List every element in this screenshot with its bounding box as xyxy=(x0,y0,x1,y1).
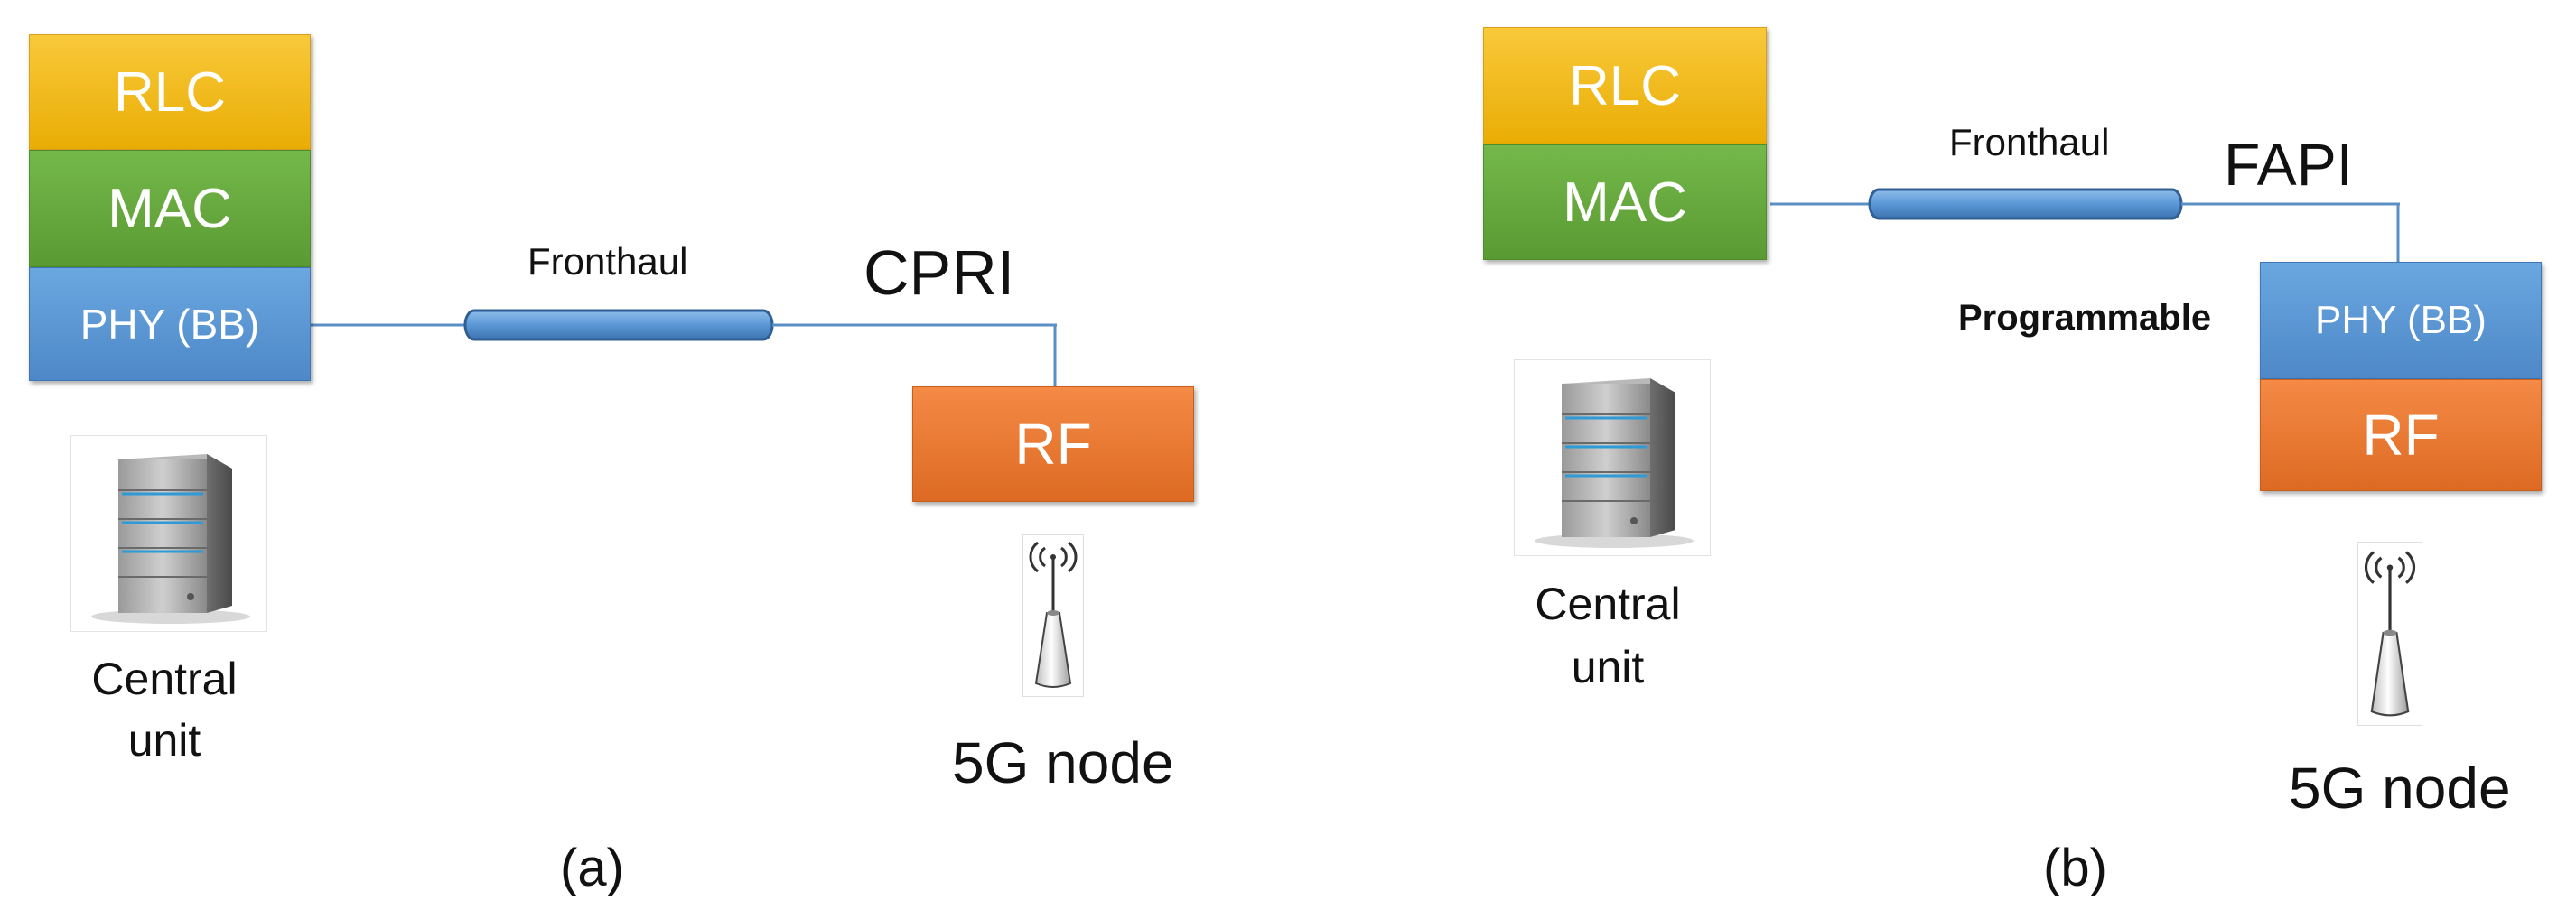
central-unit-line2-a: unit xyxy=(127,715,201,766)
central-unit-line1-a: Central xyxy=(91,654,238,704)
antenna-icon-a xyxy=(1022,534,1084,697)
rf-label-b: RF xyxy=(2362,403,2440,468)
node-label-b: 5G node xyxy=(2289,756,2511,821)
rlc-label-b: RLC xyxy=(1568,54,1682,117)
central-unit-line2-b: unit xyxy=(1571,642,1645,692)
mac-block-a: MAC xyxy=(29,150,311,267)
phy-label-a: PHY (BB) xyxy=(79,301,260,348)
caption-a: (a) xyxy=(560,839,624,897)
interface-label-b: FAPI xyxy=(2224,131,2354,198)
mac-label-a: MAC xyxy=(107,177,232,240)
caption-b: (b) xyxy=(2043,839,2107,897)
rlc-label-a: RLC xyxy=(113,60,227,124)
fronthaul-cable-b xyxy=(1868,188,2183,220)
antenna-graphic-b xyxy=(2364,551,2416,717)
phy-label-b: PHY (BB) xyxy=(2315,298,2487,342)
central-unit-label-b: Central unit xyxy=(1499,572,1716,699)
server-graphic-b xyxy=(1535,378,1694,548)
central-unit-line1-b: Central xyxy=(1535,579,1681,629)
server-icon-a xyxy=(70,435,267,632)
fronthaul-label-a: Fronthaul xyxy=(527,240,688,283)
rf-block-b: RF xyxy=(2260,379,2542,491)
rf-block-a: RF xyxy=(912,386,1194,502)
server-graphic-a xyxy=(91,454,250,624)
fronthaul-label-b: Fronthaul xyxy=(1949,121,2110,163)
phy-block-a: PHY (BB) xyxy=(29,267,311,381)
interface-label-a: CPRI xyxy=(863,237,1015,308)
rlc-block-a: RLC xyxy=(29,34,311,150)
mac-label-b: MAC xyxy=(1563,171,1687,234)
antenna-icon-b xyxy=(2357,542,2422,726)
server-icon-b xyxy=(1514,359,1711,556)
phy-block-b: PHY (BB) xyxy=(2260,262,2542,379)
antenna-graphic-a xyxy=(1029,541,1078,688)
rf-label-a: RF xyxy=(1014,412,1092,477)
central-unit-label-a: Central unit xyxy=(56,648,273,771)
rlc-block-b: RLC xyxy=(1483,27,1767,144)
fronthaul-cable-a xyxy=(463,309,774,341)
mac-block-b: MAC xyxy=(1483,144,1767,260)
programmable-label-b: Programmable xyxy=(1958,298,2212,338)
node-label-a: 5G node xyxy=(952,730,1174,795)
